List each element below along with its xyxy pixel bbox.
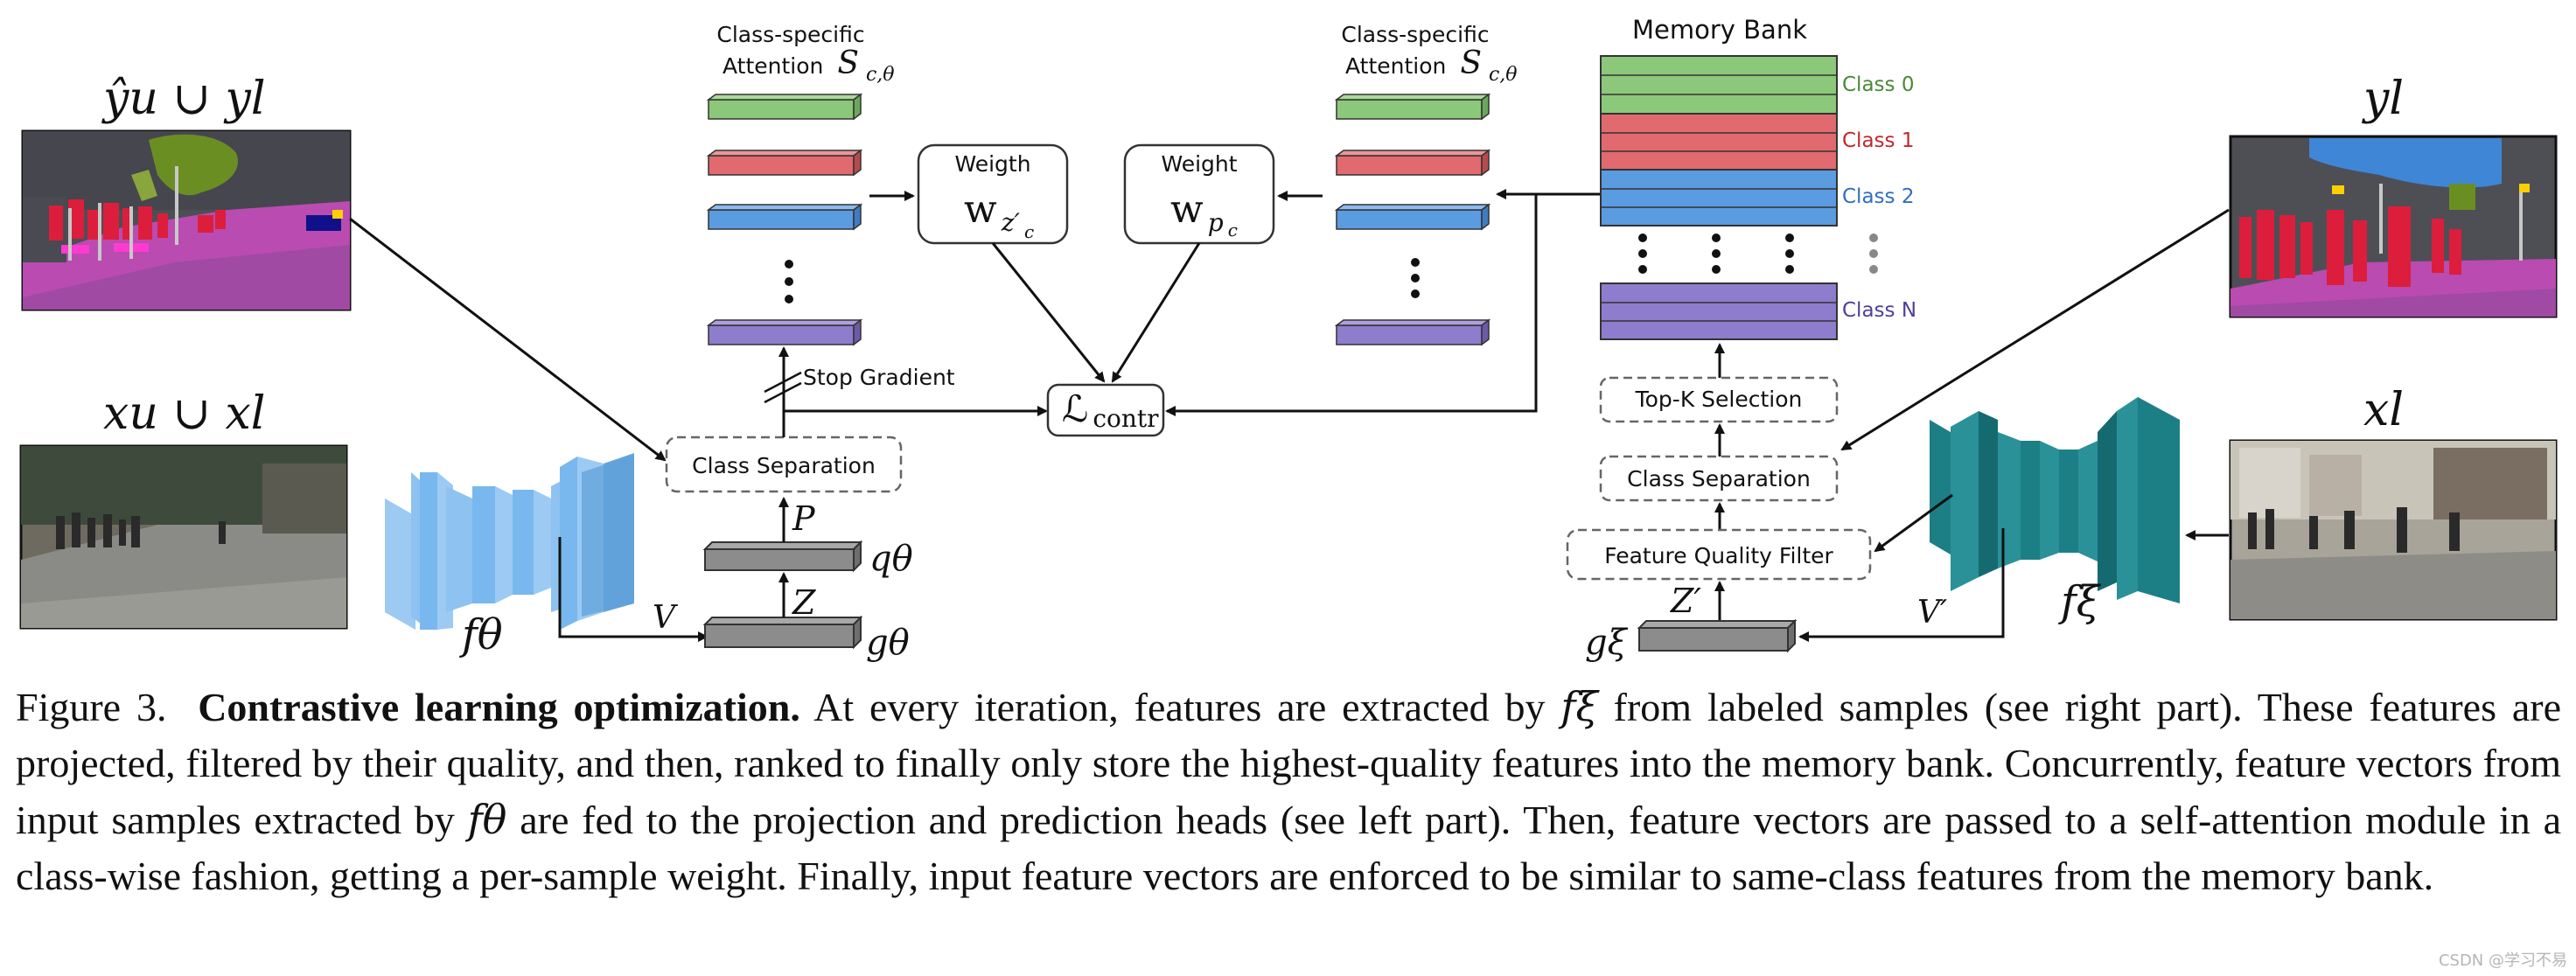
- class-separation-right-label: Class Separation: [1627, 466, 1811, 491]
- attention-bars-left: [706, 93, 863, 346]
- attention-bar-class1-right: [1334, 149, 1491, 177]
- label-y-l: yl: [2362, 73, 2404, 125]
- attention-bar-class2-right: [1334, 203, 1491, 231]
- arrow-segmap-right-to-class-sep: [1840, 208, 2230, 451]
- label-g-theta: gθ: [866, 623, 910, 663]
- memory-class2-block: [1600, 169, 1838, 227]
- stop-gradient-label: Stop Gradient: [803, 365, 955, 390]
- caption-symbol-f-xi: fξ: [1560, 683, 1598, 730]
- arrow-encoder-to-g-xi: [1798, 528, 2005, 642]
- street-photo-left: [19, 444, 348, 630]
- segmentation-image-right: [2229, 135, 2558, 318]
- memory-class0-block: [1600, 55, 1838, 115]
- weight-right-title: Weight: [1161, 151, 1237, 177]
- attention-left-title-1: Class-specific: [716, 22, 864, 47]
- encoder-f-xi: [1930, 397, 2180, 603]
- attention-right-title-2: Attention S c,θ: [1345, 45, 1518, 86]
- arrow-encoder-to-filter: [1874, 493, 1953, 553]
- loss-symbol: ℒ contr: [1062, 387, 1159, 433]
- caption-symbol-f-theta: fθ: [467, 796, 507, 843]
- attention-bar-class1-left: [706, 149, 863, 177]
- caption-title: Contrastive learning optimization.: [198, 685, 800, 729]
- label-f-theta: fθ: [459, 610, 503, 659]
- attention-bar-classn-left: [706, 318, 863, 346]
- predictor-q-theta: [702, 540, 863, 573]
- memory-bank: [1600, 55, 1878, 340]
- memory-classn-label: Class N: [1842, 299, 1916, 322]
- stop-gradient-mark-1: [764, 371, 802, 394]
- weight-right-symbol: w p c: [1170, 187, 1238, 241]
- memory-class0-label: Class 0: [1842, 73, 1914, 96]
- label-v-prime: V′: [1917, 595, 1947, 631]
- class-separation-right-box: [1599, 455, 1839, 502]
- watermark: CSDN @学习不易: [2438, 952, 2567, 970]
- label-g-xi: gξ: [1585, 623, 1629, 663]
- ellipsis-left: [785, 260, 793, 303]
- caption-figure-label: Figure 3.: [16, 685, 167, 729]
- memory-bank-title: Memory Bank: [1632, 15, 1807, 45]
- label-v: V: [653, 600, 679, 636]
- caption-part3: are fed to the projection and prediction…: [16, 798, 2562, 898]
- ellipsis-right: [1411, 258, 1420, 298]
- feature-quality-filter-label: Feature Quality Filter: [1604, 543, 1833, 568]
- topk-selection-box: [1599, 376, 1839, 423]
- weight-left-title: Weigth: [954, 151, 1030, 177]
- memory-label-ellipsis: [1869, 234, 1878, 274]
- figure-caption: Figure 3. Contrastive learning optimizat…: [16, 679, 2561, 904]
- arrow-segmap-to-class-sep: [349, 217, 667, 462]
- attention-right-title-1: Class-specific: [1341, 22, 1489, 47]
- caption-part2: from labeled samples (see right part). T…: [16, 685, 2562, 842]
- stop-gradient-mark-2: [764, 381, 802, 404]
- memory-ellipsis: [1638, 234, 1794, 274]
- class-separation-left-label: Class Separation: [692, 453, 876, 478]
- attention-bar-class0-right: [1334, 93, 1491, 121]
- arrow-weight-right-to-loss: [1111, 242, 1201, 383]
- label-z-prime: Z′: [1670, 582, 1701, 620]
- label-z: Z: [792, 583, 816, 622]
- attention-bar-class0-left: [706, 93, 863, 121]
- street-photo-right: [2229, 439, 2558, 621]
- label-x-u-union-x-l: xu ∪ xl: [103, 387, 265, 440]
- projector-g-xi: [1637, 618, 1798, 653]
- segmentation-image-left: [21, 129, 352, 311]
- label-f-xi: fξ: [2058, 577, 2102, 626]
- label-p: P: [792, 499, 816, 538]
- diagram-canvas: ŷu ∪ yl: [19, 15, 2558, 663]
- caption-part1: At every iteration, features are extract…: [813, 685, 1546, 729]
- memory-classn-block: [1600, 282, 1838, 340]
- weight-left-symbol: w z′ c: [964, 187, 1034, 242]
- loss-box: [1046, 383, 1165, 437]
- encoder-f-theta: [385, 453, 634, 630]
- attention-bar-classn-right: [1334, 318, 1491, 346]
- label-yhat-u-union-y-l: ŷu ∪ yl: [101, 73, 266, 125]
- arrow-memory-to-loss: [1165, 194, 1538, 416]
- memory-class1-block: [1600, 113, 1838, 171]
- label-q-theta: qθ: [869, 539, 913, 579]
- memory-class1-label: Class 1: [1842, 129, 1914, 152]
- projector-g-theta: [702, 615, 863, 650]
- label-x-l: xl: [2363, 384, 2404, 436]
- attention-left-title-2: Attention S c,θ: [723, 45, 895, 86]
- attention-bar-class2-left: [706, 203, 863, 231]
- topk-selection-label: Top-K Selection: [1635, 387, 1803, 412]
- arrow-encoder-to-projector: [558, 537, 709, 642]
- memory-class2-label: Class 2: [1842, 185, 1914, 208]
- feature-quality-filter-box: [1566, 528, 1872, 581]
- attention-bars-right: [1334, 93, 1491, 346]
- arrow-weight-left-to-loss: [991, 242, 1106, 383]
